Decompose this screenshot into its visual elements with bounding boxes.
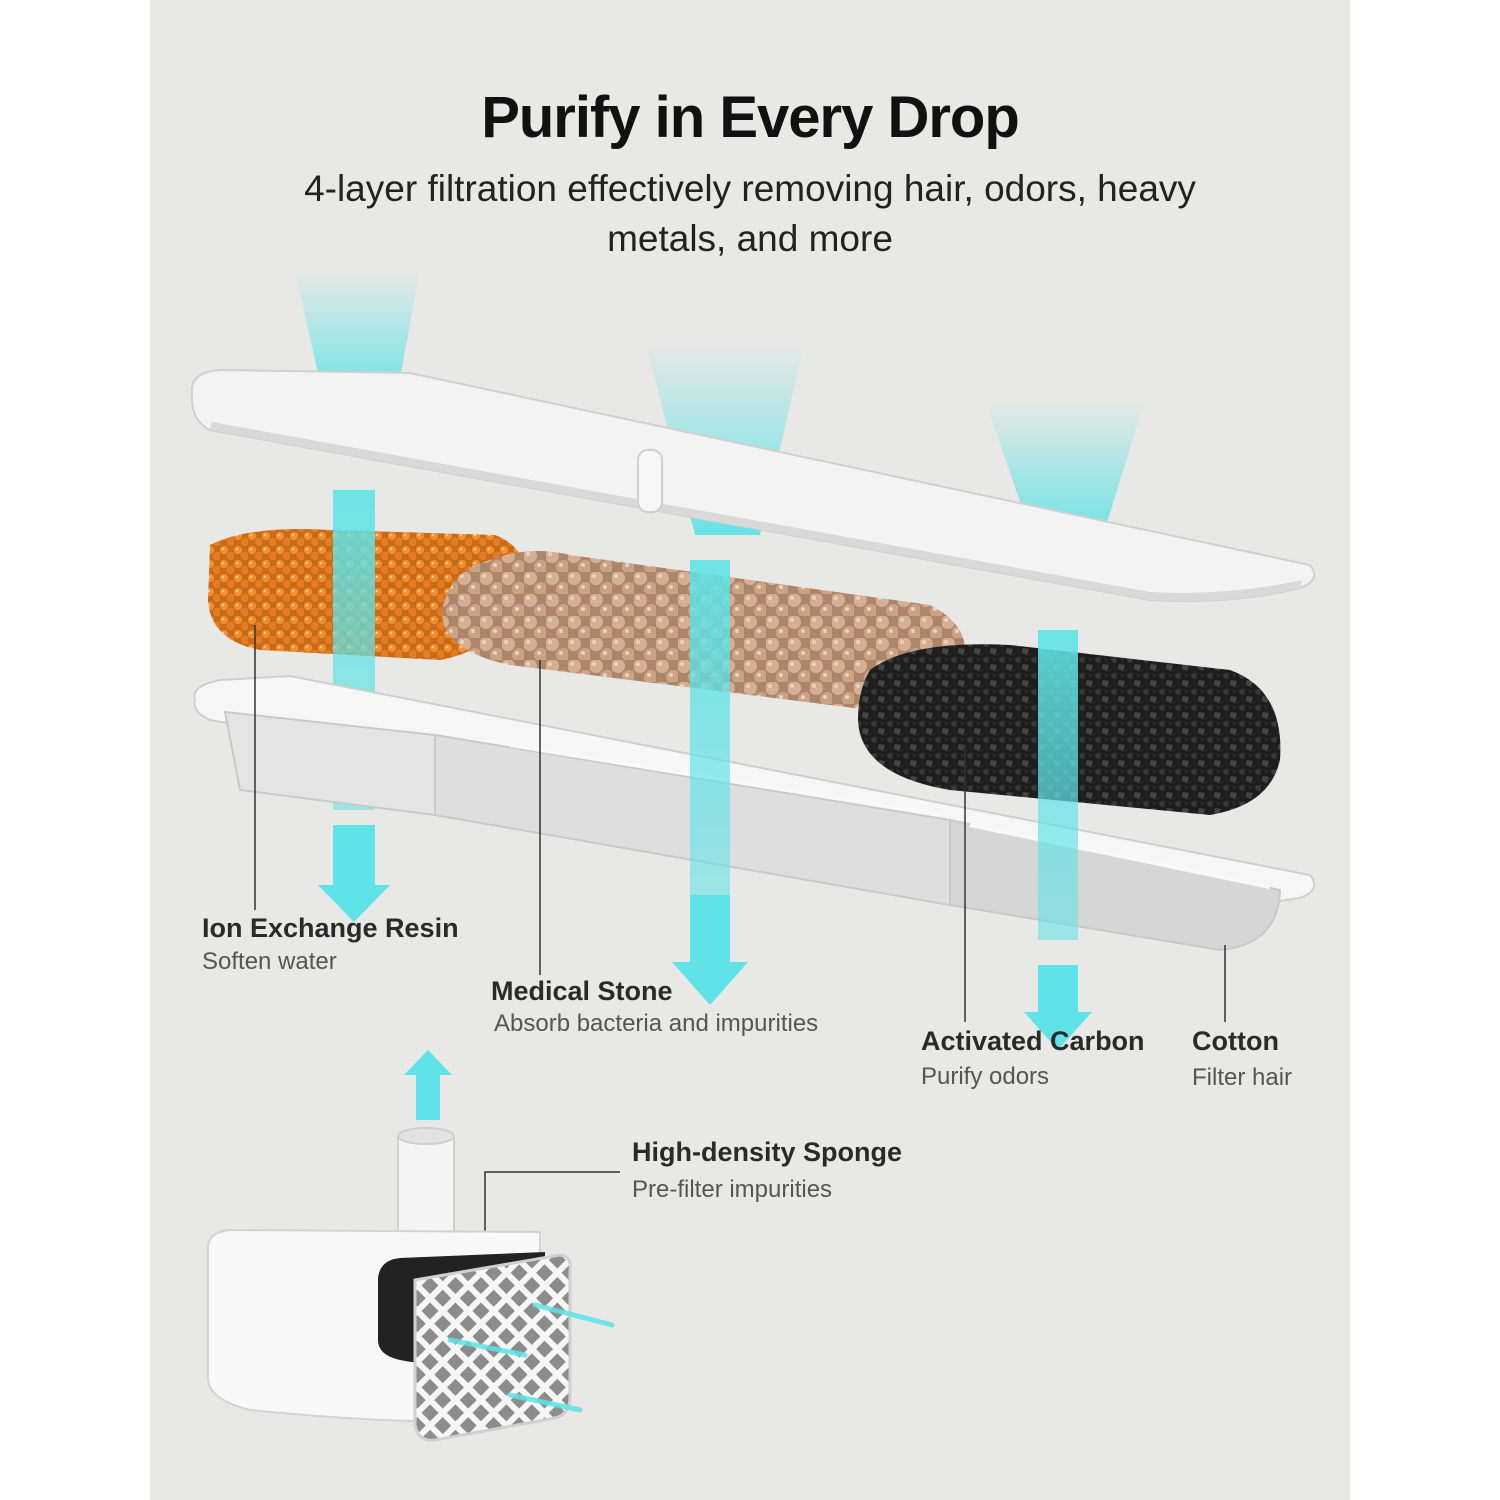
label-activated-carbon: Activated Carbon [921, 1026, 1145, 1056]
desc-activated-carbon: Purify odors [921, 1063, 1050, 1090]
label-medical-stone: Medical Stone [491, 976, 673, 1006]
water-pump [207, 1127, 615, 1442]
carbon-beam [1038, 630, 1078, 940]
infographic-canvas: Purify in Every Drop 4-layer filtration … [150, 0, 1350, 1500]
label-high-density-sponge: High-density Sponge [632, 1137, 902, 1167]
desc-ion-exchange-resin: Soften water [202, 948, 337, 975]
desc-cotton: Filter hair [1192, 1064, 1293, 1091]
arrow-down-icon [672, 895, 748, 1005]
stone-beam [690, 560, 730, 900]
label-ion-exchange-resin: Ion Exchange Resin [202, 913, 459, 943]
filter-tray [193, 674, 1316, 952]
label-cotton: Cotton [1192, 1026, 1279, 1056]
page-title: Purify in Every Drop [481, 85, 1020, 150]
filter-illustration [190, 270, 1316, 1442]
desc-high-density-sponge: Pre-filter impurities [632, 1176, 833, 1203]
arrow-down-icon [1024, 965, 1092, 1050]
arrow-up-icon [404, 1050, 452, 1120]
desc-medical-stone: Absorb bacteria and impurities [494, 1010, 819, 1037]
page-subtitle: 4-layer filtration effectively removing … [304, 168, 1196, 259]
arrow-down-icon [318, 825, 390, 922]
cotton-pad [190, 368, 1316, 603]
leader-lines [254, 625, 1226, 1270]
water-arrows-down [318, 825, 1092, 1050]
